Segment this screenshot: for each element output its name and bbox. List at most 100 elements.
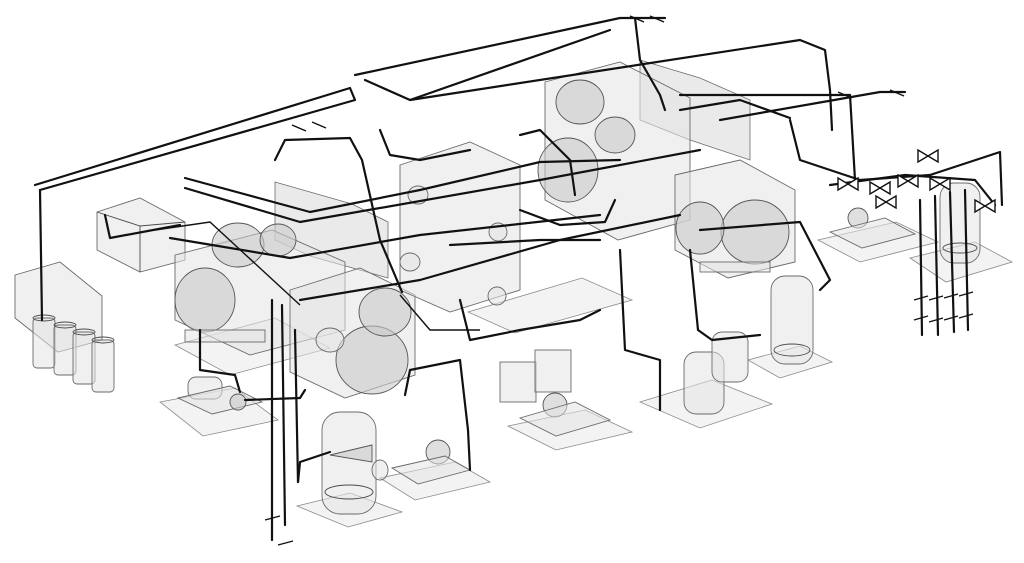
left-pump-line — [198, 328, 242, 394]
pump-volute — [229, 393, 247, 411]
chiller-shell-end — [335, 325, 409, 395]
riser-1 — [918, 198, 924, 337]
chiller-shell-end — [555, 79, 605, 125]
center-header-c — [168, 213, 602, 260]
tank-icon — [91, 339, 115, 393]
drop-right-2 — [698, 220, 832, 292]
top-riser — [633, 16, 667, 112]
center-loop — [273, 136, 404, 294]
flange-tick — [889, 89, 905, 97]
drop-right — [688, 248, 762, 342]
chemical-feed-tanks — [14, 261, 115, 393]
flange-tick — [277, 540, 294, 546]
small-line-b — [399, 294, 480, 331]
tank-icon — [32, 317, 56, 369]
manifold-line — [828, 173, 997, 207]
center-header-a — [183, 158, 622, 214]
chiller-shell-end — [594, 116, 636, 154]
pipe-flanges — [264, 15, 974, 546]
flange-tick — [837, 91, 853, 99]
chiller-right-front — [674, 159, 796, 279]
main-header-top — [353, 16, 667, 77]
drop-pipe-left — [38, 188, 44, 322]
flange-tick — [928, 295, 944, 301]
tank-skirt — [942, 242, 978, 254]
right-header — [408, 38, 834, 132]
valve-icon — [875, 194, 897, 210]
flange-tick — [913, 315, 929, 321]
tank-skirt — [324, 484, 374, 500]
flange-tick — [291, 124, 307, 132]
piping-network — [33, 16, 1004, 542]
tank-top — [53, 321, 77, 329]
flange-tick — [311, 121, 327, 129]
tank-top — [32, 314, 56, 322]
center-header-d — [298, 213, 682, 302]
tank-skirt — [773, 343, 811, 357]
flange-tick — [264, 515, 281, 521]
tank-icon — [770, 275, 814, 365]
riser-4 — [963, 188, 970, 332]
pump-feed-mid — [458, 298, 602, 342]
chiller-base — [699, 261, 771, 273]
center-header-b — [183, 148, 702, 224]
right-header-2 — [678, 93, 857, 182]
chiller-shell-end — [358, 287, 412, 337]
chiller-shell-end — [259, 223, 297, 257]
vertical-tank-far-right — [939, 182, 981, 264]
flange-tick — [958, 291, 974, 297]
chiller-shell-end — [174, 267, 236, 333]
manifold-return — [788, 118, 1004, 207]
chiller-base — [184, 329, 266, 343]
riser-3 — [948, 190, 956, 334]
chiller-shell-end — [211, 222, 265, 268]
pump-feed-front — [403, 358, 472, 472]
vertical-down-b — [280, 303, 287, 527]
flange-tick — [913, 295, 929, 301]
pump-base — [518, 401, 612, 437]
valve-icon — [837, 176, 859, 192]
pump-base — [828, 217, 917, 249]
vertical-tank-mid — [683, 331, 749, 415]
center-riser — [378, 128, 472, 162]
pump-skid-left — [176, 376, 264, 415]
flange-tick — [958, 313, 974, 319]
chiller-shell-end — [720, 199, 790, 265]
tank-nozzle — [329, 444, 373, 463]
pad-center-chiller — [466, 277, 634, 334]
center-cross — [518, 198, 617, 227]
tank-feed — [296, 450, 332, 484]
drop-mid — [618, 248, 662, 412]
pump-flange — [371, 459, 389, 481]
small-line-a — [154, 221, 301, 306]
flange-tick — [928, 317, 944, 323]
far-right-header — [718, 90, 907, 122]
valve-manifold — [837, 148, 996, 214]
chiller-right — [537, 59, 751, 241]
vertical-down-c — [293, 328, 300, 484]
chiller-center-front — [289, 267, 416, 399]
pump-skid-mid — [499, 349, 612, 437]
chiller-flange — [487, 286, 507, 306]
valve-icon — [929, 176, 951, 192]
tank-icon — [711, 331, 749, 383]
riser-2 — [933, 194, 940, 337]
center-cross-2 — [448, 238, 602, 247]
vertical-tank-front — [321, 411, 377, 515]
valve-icon — [917, 148, 939, 164]
vertical-tank-right — [770, 275, 814, 365]
chiller-flange — [315, 327, 345, 353]
flange-tick — [943, 315, 959, 321]
chiller-back-tower — [399, 141, 521, 313]
control-panel-icon — [534, 349, 572, 393]
flange-tick — [649, 15, 665, 23]
tank-top — [91, 336, 115, 344]
tank-top — [72, 328, 96, 336]
left-pump-line-2 — [243, 388, 307, 402]
valve-icon — [897, 173, 919, 189]
control-panel-icon — [499, 361, 537, 403]
header-pipe-left — [33, 86, 357, 192]
pump-skid-right — [828, 207, 917, 249]
